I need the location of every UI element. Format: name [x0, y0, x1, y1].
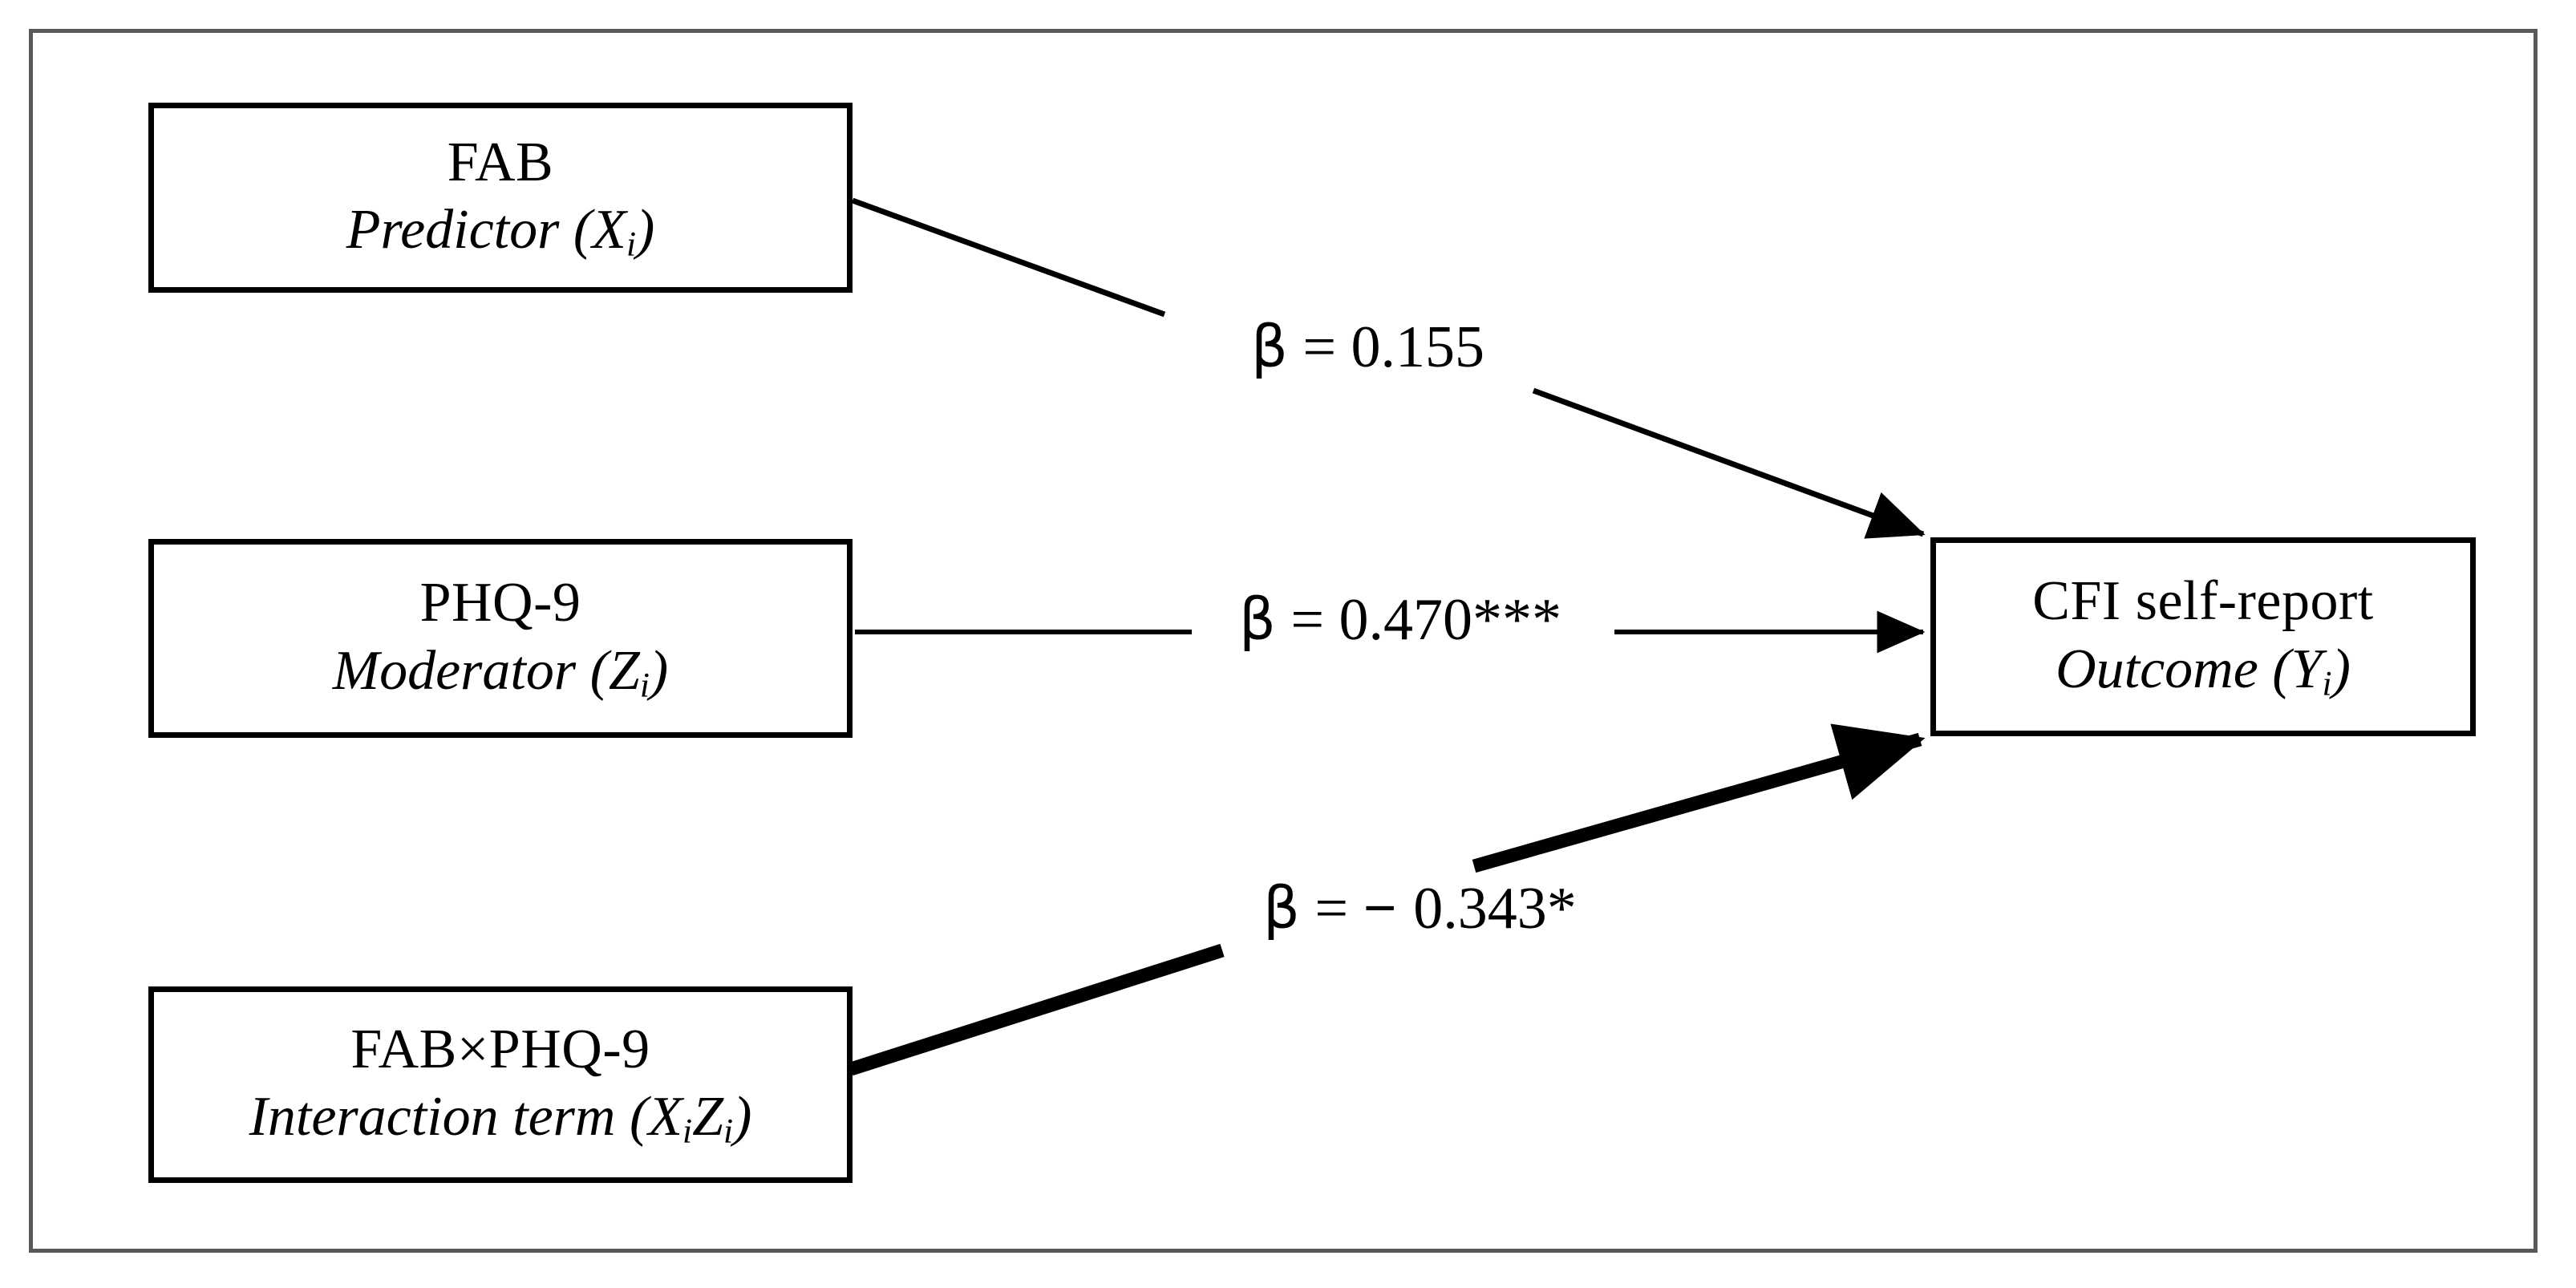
node-interaction-role-mid: Z	[692, 1086, 724, 1148]
node-interaction-role-subscript-2: i	[723, 1112, 734, 1151]
equals-b: =	[1275, 587, 1339, 653]
node-interaction-role-suffix: )	[733, 1086, 752, 1148]
node-outcome-role-prefix: Outcome (Y	[2056, 638, 2323, 700]
node-predictor-role-prefix: Predictor (X	[346, 199, 626, 261]
significance-c: *	[1546, 876, 1577, 942]
node-interaction-title: FAB×PHQ-9	[350, 1018, 650, 1080]
node-predictor-role: Predictor (Xi)	[346, 199, 655, 264]
node-interaction-role: Interaction term (XiZi)	[249, 1086, 752, 1151]
path-label-moderator-to-outcome: β = 0.470***	[1239, 585, 1561, 654]
node-moderator-role-prefix: Moderator (Z	[332, 639, 640, 702]
significance-b: ***	[1472, 587, 1562, 653]
node-moderator-role-subscript: i	[639, 666, 650, 705]
coefficient-a: 0.155	[1351, 314, 1485, 380]
path-label-interaction-to-outcome: β = − 0.343*	[1263, 874, 1577, 943]
node-predictor-role-subscript: i	[626, 225, 636, 264]
equals-a: =	[1287, 314, 1351, 380]
beta-symbol-b: β	[1239, 585, 1276, 653]
node-moderator-role-suffix: )	[649, 639, 669, 702]
node-moderator-title: PHQ-9	[419, 572, 581, 634]
coefficient-b: 0.470	[1339, 587, 1473, 653]
node-predictor[interactable]: FAB Predictor (Xi)	[148, 103, 853, 293]
beta-symbol-c: β	[1263, 874, 1300, 942]
node-predictor-role-suffix: )	[636, 199, 655, 261]
sign-c: −	[1363, 876, 1414, 942]
node-interaction-term[interactable]: FAB×PHQ-9 Interaction term (XiZi)	[148, 986, 853, 1183]
node-outcome[interactable]: CFI self-report Outcome (Yi)	[1930, 537, 2476, 736]
node-moderator-role: Moderator (Zi)	[333, 640, 668, 705]
node-interaction-role-subscript-1: i	[682, 1112, 693, 1151]
node-moderator[interactable]: PHQ-9 Moderator (Zi)	[148, 539, 853, 738]
node-outcome-role: Outcome (Yi)	[2056, 638, 2351, 703]
equals-c: =	[1299, 876, 1363, 942]
node-outcome-role-subscript: i	[2322, 664, 2332, 703]
node-interaction-role-prefix: Interaction term (X	[249, 1086, 683, 1148]
beta-symbol-a: β	[1251, 313, 1288, 380]
coefficient-c: 0.343	[1413, 876, 1547, 942]
node-outcome-role-suffix: )	[2331, 638, 2351, 700]
path-label-predictor-to-outcome: β = 0.155	[1251, 313, 1484, 382]
node-outcome-title: CFI self-report	[2032, 570, 2374, 633]
node-predictor-title: FAB	[447, 131, 554, 193]
